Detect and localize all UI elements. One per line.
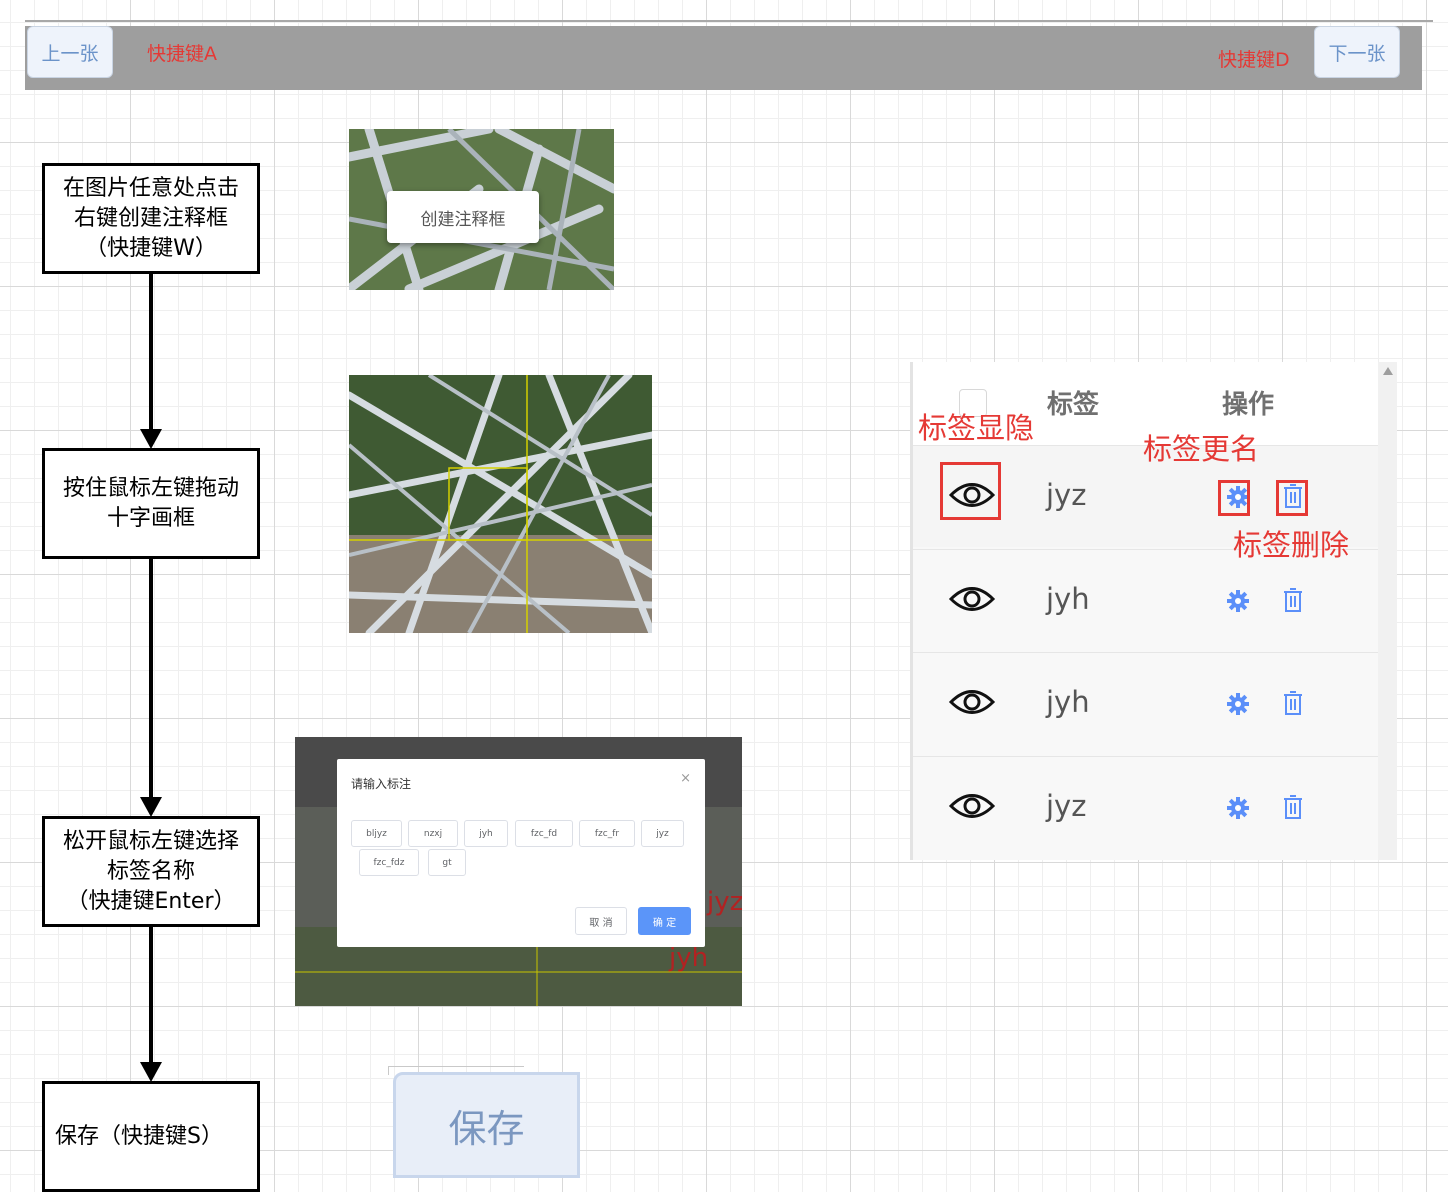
tag-option[interactable]: jyh (464, 820, 508, 847)
save-button[interactable]: 保存 (393, 1072, 580, 1178)
eye-icon[interactable] (949, 584, 995, 614)
table-scrollbar[interactable] (1378, 362, 1397, 860)
flow-step2-line2: 十字画框 (106, 505, 195, 531)
tower-photo-drawing[interactable] (349, 375, 652, 633)
prev-shortcut-hint: 快捷键A (147, 43, 217, 65)
label-table-screenshot: 标签 操作 jyz jyh (910, 362, 1397, 860)
row-label-name: jyz (1046, 789, 1087, 823)
table-row: jyh (913, 549, 1378, 651)
nav-top-line (25, 20, 1433, 22)
row-label-name: jyz (1046, 478, 1087, 512)
flow-step3-line2: 标签名称 (106, 858, 195, 884)
header-label: 标签 (1047, 390, 1100, 420)
table-row: jyz (913, 756, 1378, 858)
gear-icon[interactable] (1227, 797, 1249, 819)
gear-icon[interactable] (1227, 590, 1249, 612)
tag-option[interactable]: fzc_fd (515, 820, 573, 847)
tower-photo-image (349, 375, 652, 633)
flow-step-draw-box: 按住鼠标左键拖动 十字画框 (42, 448, 260, 559)
flow-step-save-box: 保存（快捷键S） (42, 1081, 260, 1192)
flow-step1-line3: （快捷键W） (85, 235, 217, 261)
eye-icon[interactable] (949, 791, 995, 821)
table-row: jyh (913, 652, 1378, 754)
highlight-rename (1218, 480, 1250, 516)
flow-step3-line3: （快捷键Enter） (66, 888, 236, 914)
next-image-button[interactable]: 下一张 (1314, 26, 1400, 78)
row-label-name: jyh (1046, 685, 1090, 719)
trash-icon[interactable] (1283, 795, 1303, 819)
annotation-delete: 标签删除 (1233, 528, 1350, 562)
tag-option[interactable]: fzc_fr (579, 820, 635, 847)
bg-label-jyz: jyz (707, 887, 742, 917)
flow-step2-line1: 按住鼠标左键拖动 (62, 475, 239, 501)
scroll-up-icon[interactable] (1383, 367, 1393, 375)
label-dialog-screenshot: jyz jyh 请输入标注 × bljyz nzxj jyh fzc_fd fz… (295, 737, 742, 1006)
gear-icon[interactable] (1227, 693, 1249, 715)
tower-photo-context[interactable]: 创建注释框 (349, 129, 614, 290)
eye-icon[interactable] (949, 687, 995, 717)
gear-icon[interactable] (1227, 486, 1249, 508)
flow-arrow-head (140, 429, 162, 449)
cancel-button[interactable]: 取 消 (575, 907, 627, 935)
tag-option[interactable]: nzxj (408, 820, 458, 847)
tag-option[interactable]: bljyz (351, 820, 402, 847)
trash-icon[interactable] (1283, 588, 1303, 612)
highlight-toggle-visibility (940, 462, 1001, 520)
nav-strip (25, 26, 1422, 90)
select-all-checkbox[interactable] (959, 389, 987, 417)
flow-connector (149, 927, 153, 1063)
header-actions: 操作 (1222, 390, 1275, 420)
create-annotation-menu-item[interactable]: 创建注释框 (387, 191, 539, 243)
flow-arrow-head (140, 1062, 162, 1082)
flow-step1-line2: 右键创建注释框 (73, 205, 228, 231)
prev-image-button[interactable]: 上一张 (27, 26, 113, 78)
tag-option[interactable]: gt (428, 849, 466, 876)
save-button-frame (388, 1066, 524, 1075)
table-header: 标签 操作 (913, 362, 1378, 447)
dialog-title: 请输入标注 (351, 777, 412, 791)
annotation-toggle-visibility: 标签显隐 (918, 411, 1035, 445)
flow-step-create-box: 在图片任意处点击 右键创建注释框 （快捷键W） (42, 163, 260, 274)
tag-option[interactable]: fzc_fdz (359, 849, 419, 876)
flow-step1-line1: 在图片任意处点击 (62, 175, 239, 201)
flow-connector (149, 559, 153, 799)
confirm-button[interactable]: 确 定 (638, 907, 691, 935)
flow-connector (149, 274, 153, 430)
bg-label-jyh: jyh (669, 943, 709, 973)
flow-arrow-head (140, 797, 162, 817)
row-label-name: jyh (1046, 582, 1090, 616)
flow-step4-line1: 保存（快捷键S） (55, 1123, 223, 1149)
annotation-rename: 标签更名 (1143, 432, 1260, 466)
eye-icon[interactable] (949, 480, 995, 510)
tag-option[interactable]: jyz (641, 820, 684, 847)
highlight-delete (1276, 480, 1308, 516)
next-shortcut-hint: 快捷键D (1218, 49, 1290, 71)
trash-icon[interactable] (1283, 691, 1303, 715)
close-icon[interactable]: × (680, 771, 691, 786)
image-nav-bar: 上一张 快捷键A 快捷键D 下一张 (25, 20, 1433, 92)
flow-step3-line1: 松开鼠标左键选择 (62, 828, 239, 854)
table-left-border (910, 362, 913, 860)
trash-icon[interactable] (1283, 484, 1303, 508)
save-button-screenshot: 保存 (388, 1066, 580, 1178)
flow-step-select-box: 松开鼠标左键选择 标签名称 （快捷键Enter） (42, 816, 260, 927)
label-input-dialog: 请输入标注 × bljyz nzxj jyh fzc_fd fzc_fr jyz… (337, 759, 705, 947)
